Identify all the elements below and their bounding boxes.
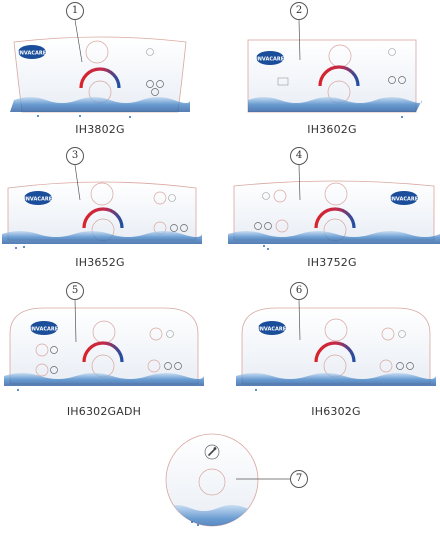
panel-4-model-label: IH3752G <box>307 256 357 269</box>
panel-5-illustration: INVACARE <box>4 307 204 391</box>
svg-text:INVACARE: INVACARE <box>258 327 287 333</box>
water-wave <box>10 97 190 112</box>
panel-7-illustration <box>165 433 259 527</box>
callout-1: 1 <box>66 2 84 20</box>
panel-1-illustration: INVACARE <box>10 36 190 118</box>
svg-text:INVACARE: INVACARE <box>256 57 285 63</box>
panel-6-illustration: INVACARE <box>236 307 436 391</box>
panel-6-model-label: IH6302G <box>311 405 361 418</box>
brand-text: INVACARE <box>18 51 47 57</box>
callout-6: 6 <box>290 282 308 300</box>
panel-2-model-label: IH3602G <box>307 123 357 136</box>
callout-7: 7 <box>290 470 308 488</box>
panel-1-model-label: IH3802G <box>75 123 125 136</box>
temperature-dial-arc <box>79 67 121 89</box>
callout-4: 4 <box>290 147 308 165</box>
panel-4-illustration: INVACARE <box>228 180 440 250</box>
panel-3-model-label: IH3652G <box>75 256 125 269</box>
panel-2-illustration: INVACARE <box>247 39 422 118</box>
callout-5: 5 <box>66 282 84 300</box>
svg-text:INVACARE: INVACARE <box>24 197 53 203</box>
panel-3-illustration: INVACARE <box>2 181 202 249</box>
callout-3: 3 <box>66 147 84 165</box>
svg-text:INVACARE: INVACARE <box>390 197 419 203</box>
panel-5-model-label: IH6302GADH <box>66 405 142 418</box>
shower-head-icon <box>208 448 216 456</box>
callout-2: 2 <box>290 2 308 20</box>
brand-badge <box>18 45 46 59</box>
svg-text:INVACARE: INVACARE <box>30 327 59 333</box>
